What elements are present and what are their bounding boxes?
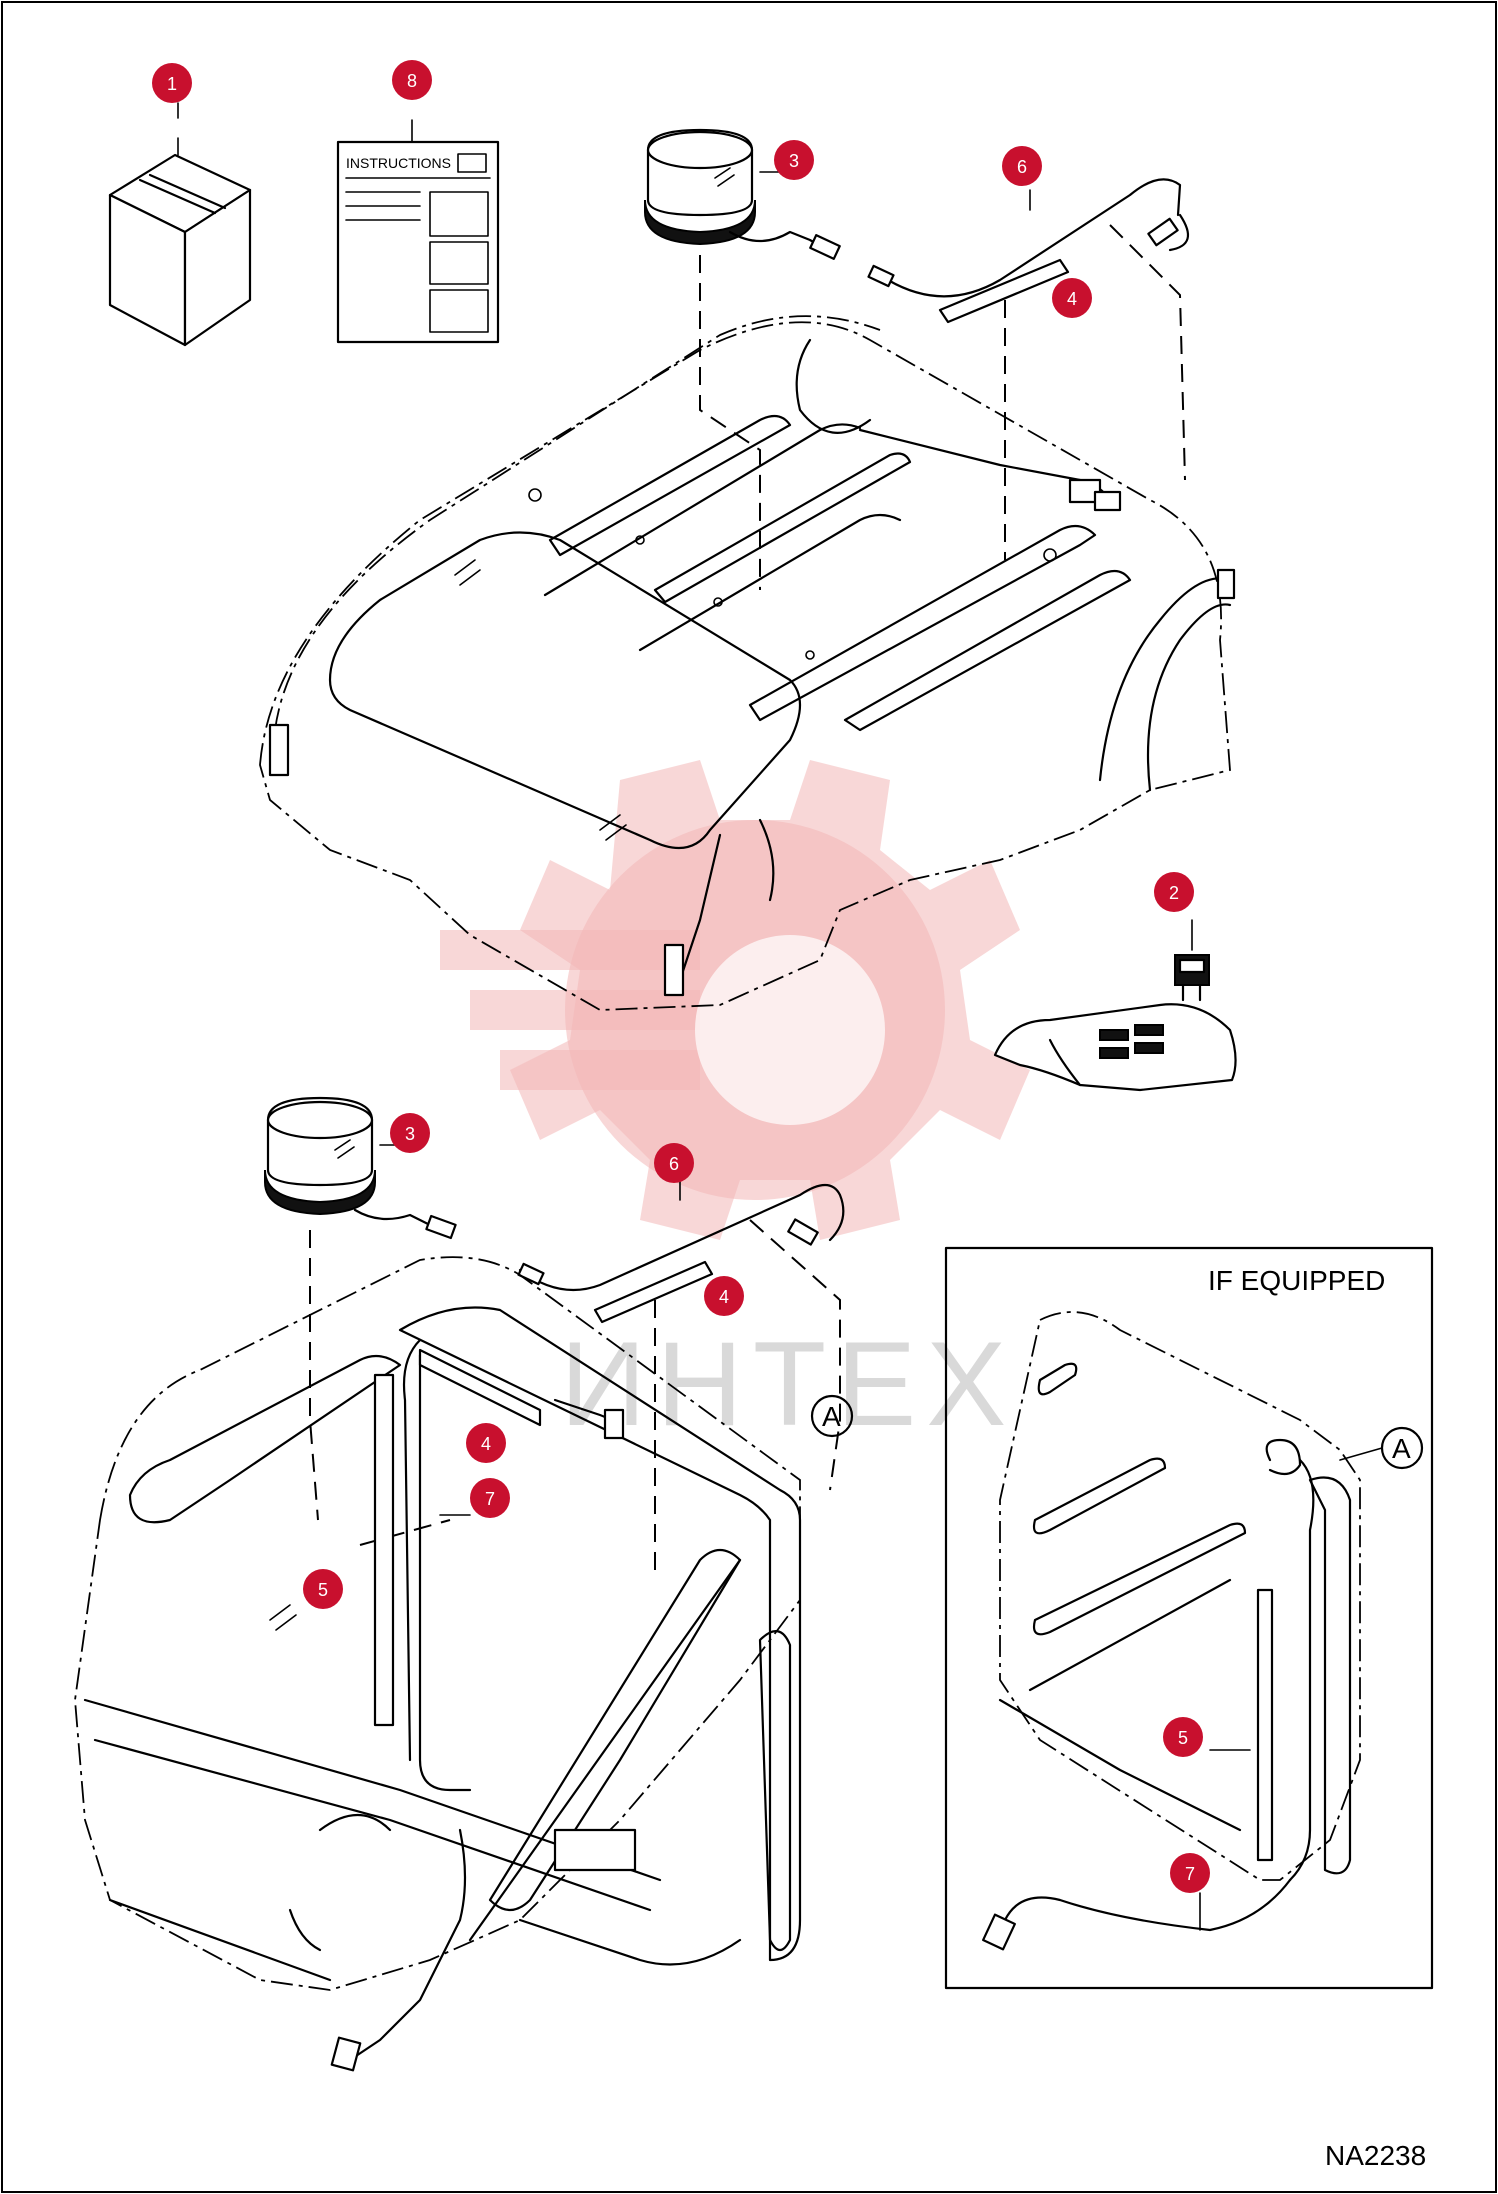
callout-1: 1 [152,63,192,119]
callout-7-bottom: 7 [439,1478,510,1518]
svg-text:4: 4 [1067,289,1077,309]
beacon-light-bottom [264,1096,401,1216]
svg-text:3: 3 [789,151,799,171]
callout-6-top: 6 [1002,146,1042,186]
drop-line-harness-top [1109,224,1186,481]
instructions-sheet: INSTRUCTIONS [336,119,500,344]
diagram-code: NA2238 [1325,2140,1426,2171]
svg-text:7: 7 [485,1489,495,1509]
inset-panel: IF EQUIPPED A [944,1246,1434,1990]
svg-text:6: 6 [669,1154,679,1174]
callout-8: 8 [392,60,432,100]
callout-4-top: 4 [1052,278,1092,318]
harness-top [728,178,1190,298]
callout-4-bottom-upper: 4 [704,1276,744,1316]
inset-connector-ref-label: A [1392,1433,1411,1464]
svg-text:3: 3 [405,1124,415,1144]
cab-front-bottom [74,1256,802,2072]
callout-3-top: 3 [774,140,814,180]
inset-title: IF EQUIPPED [1208,1265,1385,1296]
drop-line-beacon-top [699,255,761,590]
kit-box [108,137,252,347]
callout-5-bottom: 5 [303,1569,343,1609]
svg-text:5: 5 [318,1580,328,1600]
svg-text:5: 5 [1178,1728,1188,1748]
callout-6-bottom: 6 [654,1143,694,1183]
rocker-switch [1174,919,1210,1002]
watermark-text: ИНТЕХ [560,1317,1016,1451]
svg-text:8: 8 [407,71,417,91]
callout-2: 2 [1154,872,1194,912]
drop-line-harness-bottom [749,1219,841,1491]
svg-text:6: 6 [1017,157,1027,177]
callout-7-inset: 7 [1170,1853,1210,1931]
callout-5-inset: 5 [1163,1717,1251,1757]
svg-text:1: 1 [167,74,177,94]
beacon-light-top [644,128,781,246]
svg-text:4: 4 [481,1434,491,1454]
cab-roof-top [259,315,1236,1011]
connector-ref-bottom: A [810,1394,854,1438]
instructions-title: INSTRUCTIONS [346,155,451,171]
switch-panel [993,1003,1237,1092]
watermark-logo [440,760,1030,1240]
svg-text:4: 4 [719,1287,729,1307]
connector-ref-label: A [822,1401,841,1432]
drop-line-strip-5 [359,1519,451,1546]
svg-text:7: 7 [1185,1864,1195,1884]
harness-bottom [353,1179,845,1292]
callout-4-bottom-lower: 4 [466,1423,506,1463]
callout-3-bottom: 3 [390,1113,430,1153]
drop-line-beacon-bottom [309,1230,319,1521]
svg-text:2: 2 [1169,883,1179,903]
